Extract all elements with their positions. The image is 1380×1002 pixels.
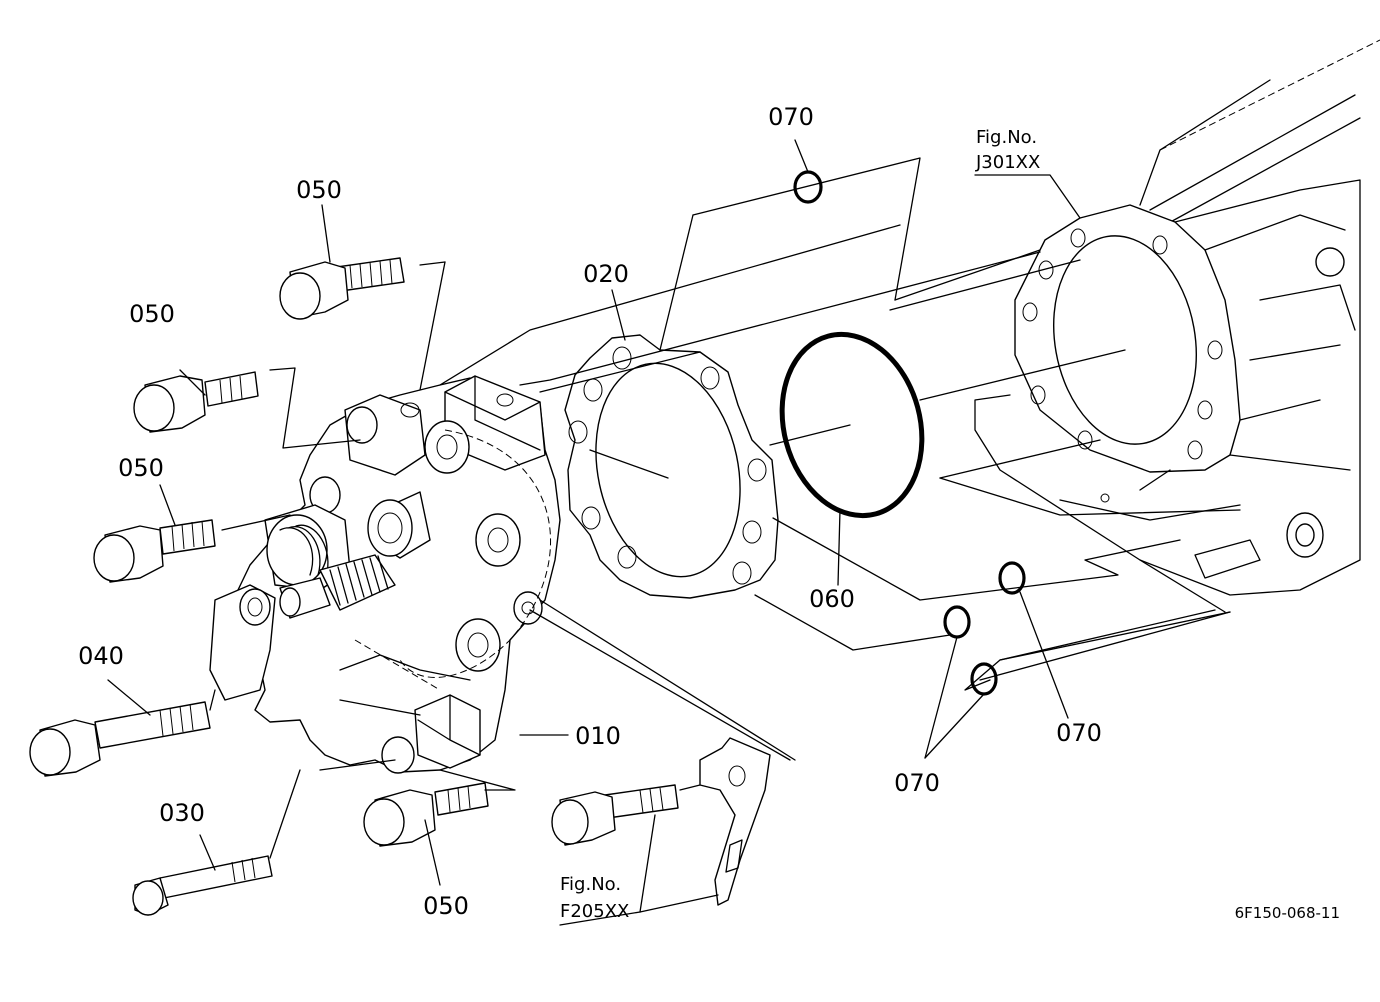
o-ring-070-top [793, 170, 823, 204]
bolt-050-bottom [363, 782, 489, 847]
callout-010: 010 [575, 722, 621, 750]
o-ring-070-right [998, 561, 1026, 595]
callout-070-right: 070 [1056, 719, 1102, 747]
figure-reference-housing: Fig.No. J301XX [975, 127, 1040, 173]
callout-050-upper-left: 050 [129, 300, 175, 328]
callout-020: 020 [583, 260, 629, 288]
diagram-code: 6F150-068-11 [1235, 904, 1340, 922]
transmission-housing [974, 39, 1380, 596]
pump-body-010 [209, 375, 561, 774]
leader-lines [107, 139, 1241, 926]
bolt-050-upper-left [133, 371, 259, 433]
bolt-030 [132, 855, 273, 916]
o-ring-060 [779, 331, 925, 519]
bolt-with-bracket [551, 737, 771, 906]
bolt-040 [29, 701, 211, 777]
bolt-050-middle-left [93, 519, 216, 583]
gasket-020 [564, 334, 779, 599]
bolt-050-top [279, 257, 405, 320]
callout-040: 040 [78, 642, 124, 670]
callout-030: 030 [159, 799, 205, 827]
callout-050-top: 050 [296, 176, 342, 204]
callout-070-top: 070 [768, 103, 814, 131]
callout-070-bottom: 070 [894, 769, 940, 797]
figure-reference-number: F205XX [560, 901, 629, 922]
o-ring-070-middle [943, 605, 971, 639]
callout-050-middle-left: 050 [118, 454, 164, 482]
figure-reference-label: Fig.No. [976, 127, 1037, 148]
callout-labels: 070 050 020 050 050 060 040 010 070 070 … [78, 103, 1102, 920]
figure-reference-label: Fig.No. [560, 874, 621, 895]
callout-060: 060 [809, 585, 855, 613]
callout-050-bottom: 050 [423, 892, 469, 920]
figure-reference-bracket: Fig.No. F205XX [560, 874, 629, 922]
figure-reference-number: J301XX [975, 152, 1040, 173]
